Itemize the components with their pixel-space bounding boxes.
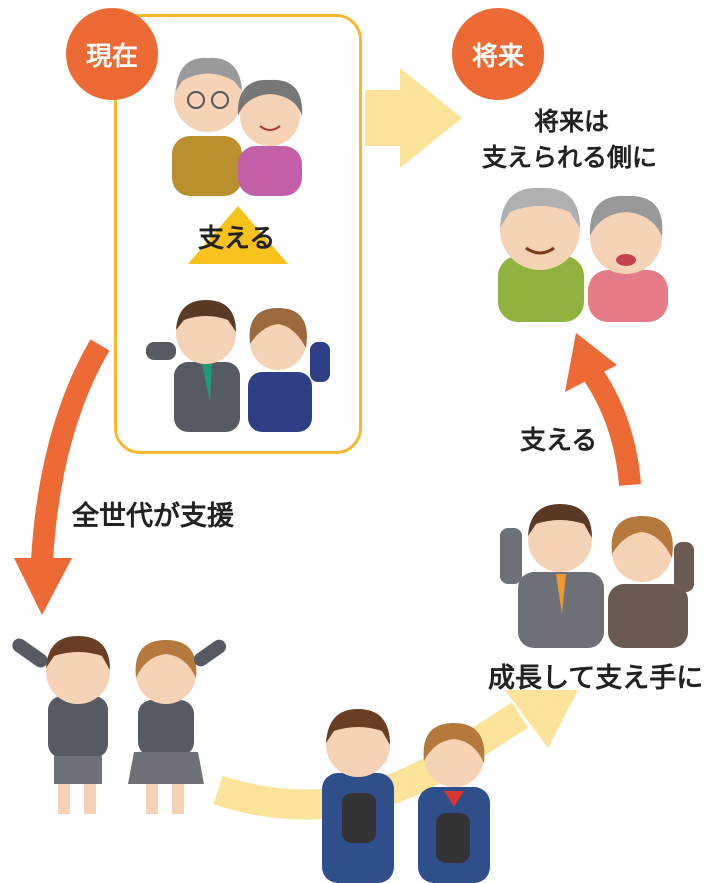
support-triangle bbox=[188, 206, 288, 264]
working-adults-illustration bbox=[146, 300, 330, 432]
students-illustration bbox=[322, 709, 490, 883]
support-label-box: 支える bbox=[198, 224, 276, 254]
future-elderly-couple-illustration bbox=[498, 187, 668, 322]
children-illustration bbox=[12, 636, 227, 814]
elderly-couple-illustration bbox=[172, 57, 303, 196]
grow-up-label: 成長して支え手に bbox=[488, 663, 704, 694]
current-badge: 現在 bbox=[66, 8, 158, 100]
support-label-right: 支える bbox=[520, 426, 598, 456]
all-generations-label: 全世代が支援 bbox=[72, 501, 234, 532]
future-caption-line2: 支えられる側に bbox=[482, 143, 658, 172]
future-badge: 将来 bbox=[452, 8, 544, 100]
future-working-adults-illustration bbox=[500, 504, 694, 648]
future-caption-line1: 将来は bbox=[534, 107, 610, 136]
current-generation-box bbox=[114, 14, 362, 454]
